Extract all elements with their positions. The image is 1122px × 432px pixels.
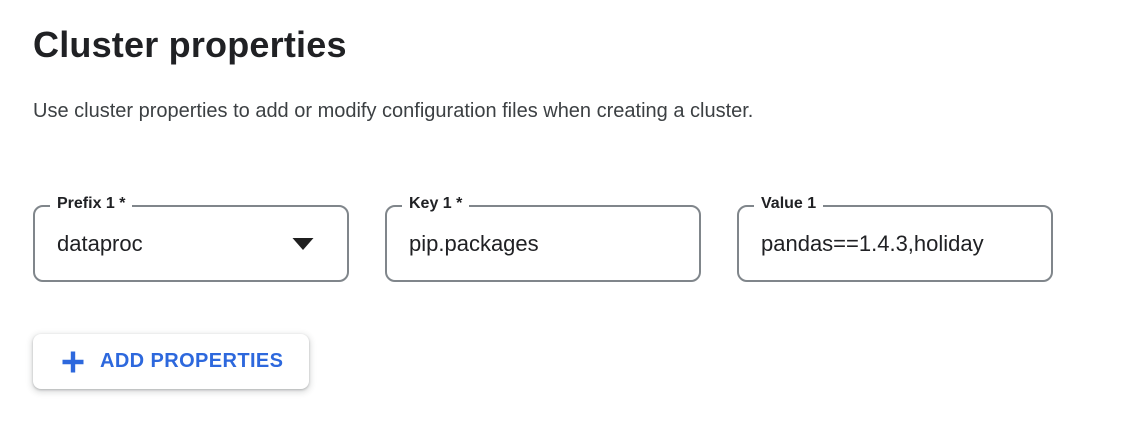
prefix-label: Prefix 1 * xyxy=(50,194,133,214)
prefix-value: dataproc xyxy=(57,230,143,256)
page-description: Use cluster properties to add or modify … xyxy=(33,100,754,122)
add-properties-button[interactable]: ADD PROPERTIES xyxy=(33,334,310,389)
plus-icon xyxy=(62,351,84,372)
key-label: Key 1 * xyxy=(402,194,470,214)
property-row-1: Prefix 1 * dataproc Key 1 * Value 1 xyxy=(33,194,1122,282)
prefix-select[interactable]: Prefix 1 * dataproc xyxy=(33,194,349,282)
cluster-properties-section: Cluster properties Use cluster propertie… xyxy=(33,24,1122,389)
key-field: Key 1 * xyxy=(385,194,701,282)
value-input[interactable] xyxy=(761,230,1023,257)
dropdown-arrow-icon xyxy=(292,237,314,250)
add-properties-label: ADD PROPERTIES xyxy=(100,350,284,372)
key-input[interactable] xyxy=(409,230,671,257)
value-field: Value 1 xyxy=(737,194,1053,282)
button-row: ADD PROPERTIES xyxy=(33,334,1122,389)
page-title: Cluster properties xyxy=(33,24,347,65)
value-label: Value 1 xyxy=(754,194,824,214)
